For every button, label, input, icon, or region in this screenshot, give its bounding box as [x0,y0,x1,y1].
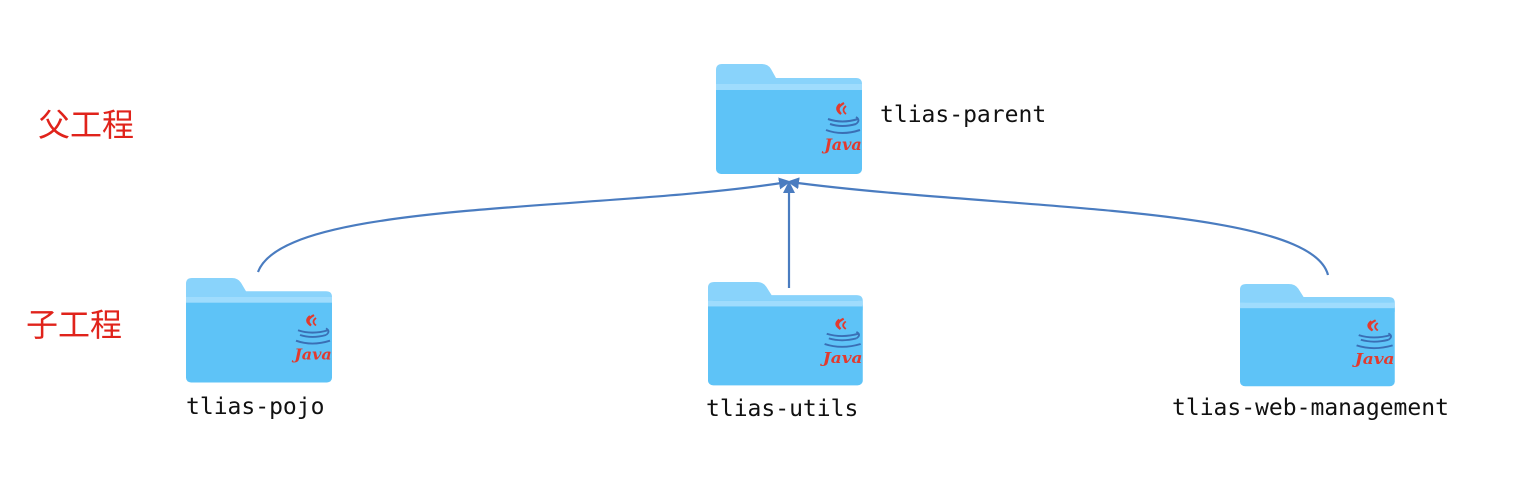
java-folder-icon [706,280,864,387]
child-module-name: tlias-pojo [186,394,325,420]
java-folder-icon [1238,282,1396,388]
child-module-name: tlias-web-management [1172,395,1449,421]
parent-role-label: 父工程 [38,106,135,144]
java-folder-icon [714,62,864,176]
parent-module-name: tlias-parent [880,102,1047,128]
connector-web-management [787,177,1330,276]
child-module-name: tlias-utils [706,396,859,422]
java-folder-icon [184,276,334,384]
child-role-label: 子工程 [26,306,123,344]
connector-pojo [256,177,791,273]
